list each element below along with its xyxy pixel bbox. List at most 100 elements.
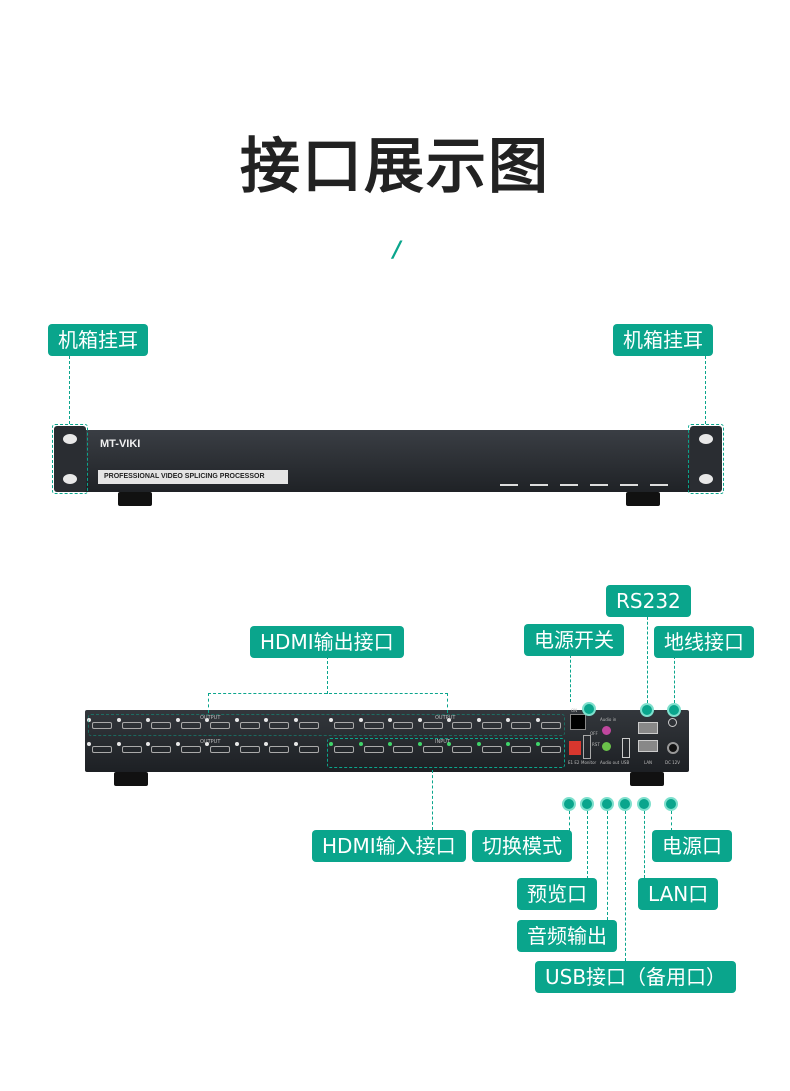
hdmi-port[interactable]	[334, 746, 354, 753]
port-led	[358, 742, 363, 746]
label-lan: LAN口	[638, 878, 719, 910]
label-audio-out: 音频输出	[517, 920, 617, 952]
port-led	[205, 742, 209, 746]
preview-port[interactable]	[583, 735, 591, 759]
leader-power-switch	[570, 650, 571, 702]
dot-power-switch	[582, 702, 596, 716]
dc-power-jack[interactable]	[667, 742, 679, 754]
ear-leader-right	[705, 356, 706, 424]
dot-ground	[667, 703, 681, 717]
leader-usb	[625, 811, 626, 961]
port-led	[175, 718, 180, 722]
label-hdmi-out: HDMI输出接口	[250, 626, 404, 658]
port-led	[506, 718, 510, 722]
hdmi-port[interactable]	[121, 746, 142, 753]
hdmi-port[interactable]	[452, 722, 472, 729]
leader-switch-mode	[569, 811, 570, 831]
label-switch-mode: 切换模式	[472, 830, 572, 862]
hdmi-port[interactable]	[393, 746, 413, 753]
rack-ear-right	[690, 426, 722, 492]
port-led	[358, 718, 363, 722]
port-led	[146, 718, 150, 722]
dip-switch[interactable]	[569, 741, 581, 755]
hdmi-port[interactable]	[298, 722, 319, 729]
port-led	[447, 742, 451, 746]
hdmi-port[interactable]	[363, 722, 384, 729]
hdmi-port[interactable]	[239, 746, 260, 753]
silk-dc: DC 12V	[665, 760, 680, 765]
silk-off: OFF	[590, 731, 598, 736]
hdmi-port[interactable]	[452, 746, 472, 753]
label-rs232: RS232	[606, 585, 691, 617]
hdmi-port[interactable]	[511, 746, 531, 753]
label-hdmi-in: HDMI输入接口	[312, 830, 466, 862]
port-led	[234, 742, 239, 746]
port-led	[205, 718, 209, 722]
hdmi-port[interactable]	[151, 722, 171, 729]
rack-ear-left	[54, 426, 86, 492]
usb-port[interactable]	[622, 738, 630, 758]
hdmi-port[interactable]	[121, 722, 142, 729]
rear-foot-left	[114, 772, 148, 786]
power-switch[interactable]	[570, 714, 586, 730]
silk-audio-in: Audio in	[600, 717, 617, 722]
hdmi-port[interactable]	[481, 722, 502, 729]
silk-lan: LAN	[644, 760, 653, 765]
label-usb: USB接口（备用口）	[535, 961, 737, 993]
rear-panel	[85, 710, 689, 772]
ear-label-left: 机箱挂耳	[48, 324, 148, 356]
port-led	[476, 742, 481, 746]
audio-out-jack[interactable]	[602, 742, 611, 751]
front-foot-right	[626, 492, 660, 506]
hdmi-port[interactable]	[269, 722, 289, 729]
hdmi-port[interactable]	[334, 722, 354, 729]
front-foot-left	[118, 492, 152, 506]
hdmi-port[interactable]	[540, 722, 561, 729]
hdmi-port[interactable]	[239, 722, 260, 729]
port-led	[264, 718, 268, 722]
ear-leader-left	[69, 356, 70, 424]
hdmi-port[interactable]	[511, 722, 531, 729]
hdmi-port[interactable]	[298, 746, 319, 753]
hdmi-port[interactable]	[92, 722, 112, 729]
hdmi-port[interactable]	[151, 746, 171, 753]
silk-output-1: OUTPUT	[200, 715, 221, 721]
port-led	[293, 718, 298, 722]
silk-monitor: Monitor	[581, 760, 597, 765]
hdmi-port[interactable]	[210, 746, 230, 753]
port-led	[87, 718, 91, 722]
label-power-switch: 电源开关	[524, 624, 624, 656]
ground-screw[interactable]	[668, 718, 677, 727]
leader-power-port	[671, 811, 672, 831]
dot-preview	[580, 797, 594, 811]
hdmi-out-highlight	[88, 714, 565, 736]
hdmi-port[interactable]	[363, 746, 384, 753]
lan-port[interactable]	[638, 740, 658, 752]
hdmi-port[interactable]	[481, 746, 502, 753]
front-strip: PROFESSIONAL VIDEO SPLICING PROCESSOR	[98, 470, 288, 484]
port-led	[535, 742, 540, 746]
hdmi-port[interactable]	[210, 722, 230, 729]
title-divider: /	[393, 238, 402, 263]
port-led	[535, 718, 540, 722]
port-led	[388, 742, 392, 746]
silk-usb: USB	[621, 760, 630, 765]
hdmi-port[interactable]	[393, 722, 413, 729]
hdmi-port[interactable]	[422, 746, 443, 753]
dot-power-port	[664, 797, 678, 811]
audio-in-jack[interactable]	[602, 726, 611, 735]
ear-highlight-left	[52, 424, 88, 494]
leader-hdmi-out-l	[208, 693, 209, 713]
hdmi-port[interactable]	[180, 746, 201, 753]
hdmi-port[interactable]	[92, 746, 112, 753]
hdmi-port[interactable]	[269, 746, 289, 753]
leader-hdmi-out	[327, 656, 328, 694]
silk-audio-out: Audio out	[600, 760, 620, 765]
leader-hdmi-out-r	[447, 693, 448, 713]
rs232-port[interactable]	[638, 722, 658, 734]
port-led	[506, 742, 510, 746]
hdmi-port[interactable]	[180, 722, 201, 729]
silk-on: ON	[571, 708, 578, 713]
hdmi-port[interactable]	[422, 722, 443, 729]
hdmi-port[interactable]	[540, 746, 561, 753]
